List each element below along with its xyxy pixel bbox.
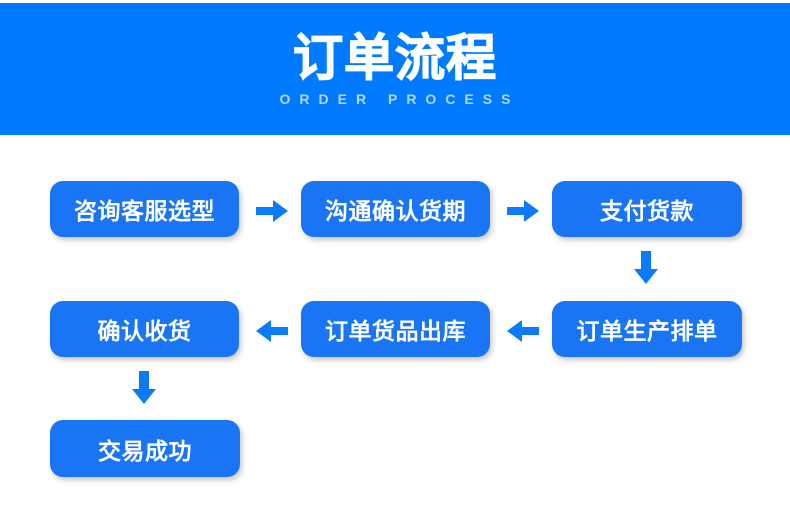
flow-node-transaction-success[interactable]: 交易成功 xyxy=(50,420,240,477)
arrow-down-icon xyxy=(632,251,660,285)
flow-node-payment[interactable]: 支付货款 xyxy=(552,181,742,237)
flow-node-confirm-delivery-date[interactable]: 沟通确认货期 xyxy=(301,181,490,237)
flow-node-goods-shipment[interactable]: 订单货品出库 xyxy=(301,301,490,357)
flow-node-label: 确认收货 xyxy=(97,319,192,345)
flow-node-production-scheduling[interactable]: 订单生产排单 xyxy=(552,301,742,357)
arrow-right-icon xyxy=(507,197,540,225)
flow-node-label: 咨询客服选型 xyxy=(74,199,215,225)
page-header-banner: 订单流程 ORDER PROCESS xyxy=(0,3,790,135)
order-process-flowchart: 咨询客服选型 沟通确认货期 支付货款 订单生产排单 订单货品出库 xyxy=(0,135,790,521)
flow-node-label: 订单货品出库 xyxy=(325,319,466,345)
flow-node-label: 沟通确认货期 xyxy=(325,199,466,225)
arrow-left-icon xyxy=(507,317,540,345)
flow-node-confirm-receipt[interactable]: 确认收货 xyxy=(50,301,239,357)
flow-node-consult-selection[interactable]: 咨询客服选型 xyxy=(50,181,239,237)
arrow-right-icon xyxy=(256,197,289,225)
page-title: 订单流程 xyxy=(292,29,497,87)
flow-node-label: 订单生产排单 xyxy=(576,319,718,345)
arrow-left-icon xyxy=(256,317,289,345)
flow-node-label: 支付货款 xyxy=(600,199,694,225)
arrow-down-icon xyxy=(130,371,158,405)
flow-node-label: 交易成功 xyxy=(98,438,192,465)
page-subtitle: ORDER PROCESS xyxy=(279,91,520,107)
